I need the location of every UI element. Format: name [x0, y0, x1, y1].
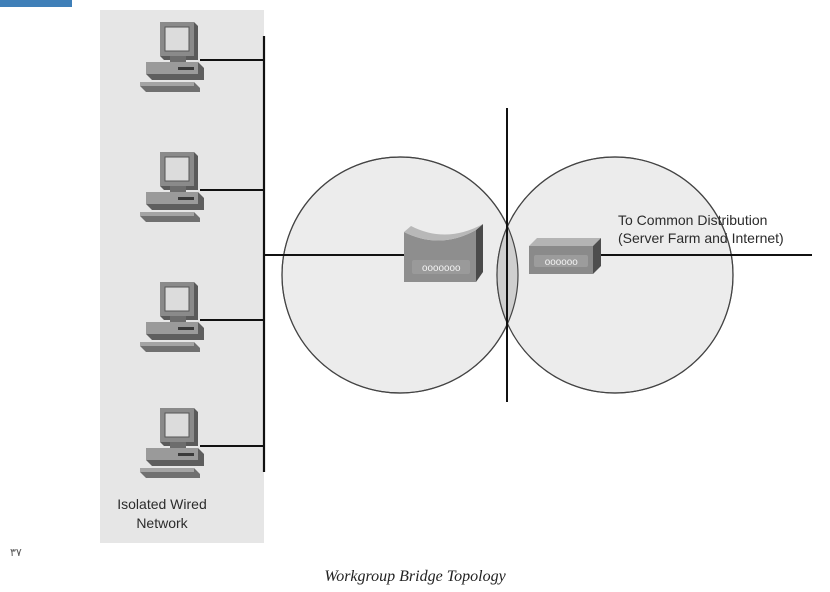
workgroup-bridge-icon: ooooooo [404, 224, 483, 282]
uplink-label-line1: To Common Distribution [618, 212, 768, 228]
network-label-line1: Isolated Wired [117, 496, 207, 512]
page-number: ٣٧ [10, 547, 22, 559]
svg-text:ooooooo: ooooooo [422, 264, 461, 275]
svg-text:oooooo: oooooo [544, 258, 578, 269]
header-accent-bar [0, 0, 72, 7]
uplink-label: To Common Distribution (Server Farm and … [618, 211, 784, 247]
figure-caption: Workgroup Bridge Topology [324, 568, 506, 585]
coverage-cell-access-point [496, 156, 734, 394]
uplink-label-line2: (Server Farm and Internet) [618, 230, 784, 246]
network-label: Isolated Wired Network [112, 495, 212, 533]
access-point-icon: oooooo [529, 238, 601, 274]
network-label-line2: Network [136, 515, 188, 531]
coverage-cell-bridge [281, 156, 519, 394]
